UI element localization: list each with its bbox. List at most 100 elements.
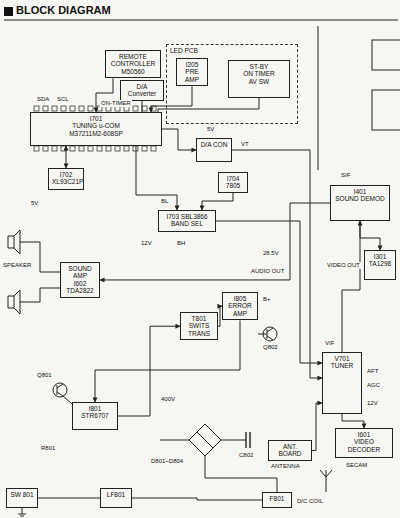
ic-box: I401SOUND DEMOD: [330, 185, 390, 221]
amp-box: SOUND AMPI602TDA2822: [60, 262, 100, 298]
block-name: REMOTE CONTROLLER M50560: [109, 53, 157, 75]
title-rule: [4, 20, 398, 21]
signal-label: SIF: [340, 172, 351, 179]
signal-wire: [202, 193, 233, 210]
signal-label: Q802: [262, 344, 279, 351]
switch-box: SW 801: [6, 488, 38, 508]
ic-box: I801STR6707: [72, 402, 118, 430]
cut-off-block: [372, 40, 400, 70]
block-name: I805: [226, 295, 254, 302]
signal-wire: [312, 403, 322, 450]
ic-box: I702XL93C21P: [48, 168, 84, 190]
ic-pin: [52, 106, 57, 111]
ic-box: I601VIDEO DECODER: [335, 428, 393, 458]
cut-off-block: [372, 90, 400, 130]
signal-label: BH: [176, 240, 186, 247]
signal-wire: [360, 221, 380, 250]
signal-wire: [142, 101, 143, 112]
signal-wire: [342, 414, 364, 428]
signal-wire: [132, 498, 262, 500]
signal-label: 12V: [366, 400, 379, 407]
ic-pin: [79, 146, 84, 151]
block-text: PRE AMP: [180, 68, 204, 83]
signal-label: AGC: [366, 382, 381, 389]
ic-pin: [142, 106, 147, 111]
block-name: V701: [326, 355, 358, 362]
ic-pin: [124, 146, 129, 151]
ic-pin: [124, 106, 129, 111]
signal-wire: [100, 203, 330, 280]
block-name: I801: [76, 405, 114, 412]
bus-line: [318, 26, 319, 170]
signal-label: VIF: [324, 340, 335, 347]
block-text: TA1298: [368, 260, 392, 267]
signal-wire: [118, 326, 180, 416]
signal-label: AFT: [366, 368, 379, 375]
diagram-title: BLOCK DIAGRAM: [16, 4, 111, 16]
ic-pin: [61, 106, 66, 111]
ic-pin: [43, 106, 48, 111]
signal-label: R801: [40, 445, 56, 452]
signal-label: C802: [238, 452, 254, 459]
signal-label: SDA: [36, 96, 50, 103]
signal-label: 5V: [30, 200, 39, 207]
signal-label: 12V: [140, 240, 153, 247]
block-name: ANT. BOARD: [272, 443, 308, 458]
signal-label: 400V: [160, 396, 176, 403]
signal-label: Q801: [36, 372, 53, 379]
ic-pin: [52, 146, 57, 151]
signal-label: SECAM: [345, 462, 368, 469]
block-name: D/A CON: [200, 141, 228, 148]
block-name: I701: [34, 115, 158, 122]
transistor-leads: [258, 328, 273, 340]
block-name: I702: [52, 171, 80, 178]
ic-pin: [70, 146, 75, 151]
ic-pin: [88, 146, 93, 151]
amp-box: I805ERROR AMP: [222, 292, 258, 320]
ic-box: I301TA1298: [364, 250, 396, 280]
signal-label: ANTENNA: [270, 463, 301, 470]
tuner-box: V701TUNER: [322, 352, 362, 414]
block-name: I205: [180, 61, 204, 68]
ic-pin: [43, 146, 48, 151]
ic-pin: [97, 106, 102, 111]
signal-label: ON-TIMER: [100, 100, 132, 107]
speaker-wire: [20, 242, 60, 302]
block-name: D/A Converter: [124, 83, 160, 98]
signal-label: 5V: [206, 126, 215, 133]
speaker-symbol: [8, 230, 20, 254]
block-text: I602: [64, 280, 96, 287]
ic-pin: [79, 106, 84, 111]
pcb-region: LED PCBI205PRE AMPST-BYON TIMERAV SW: [166, 44, 298, 124]
filter-box: LF801: [100, 488, 132, 508]
transformer-box: T801SWITS TRANS: [180, 312, 218, 340]
board-box: ANT. BOARD: [268, 440, 312, 461]
ic-box: I701TUNING u-COMM37211M2-608SP: [30, 112, 162, 146]
block-text: ERROR AMP: [226, 302, 254, 317]
signal-wire: [66, 146, 67, 168]
block-text: AV SW: [232, 78, 286, 85]
ic-pin: [88, 106, 93, 111]
led-box: ST-BYON TIMERAV SW: [228, 60, 290, 98]
signal-label: BL: [160, 198, 169, 205]
capacitor-symbol: [246, 432, 250, 448]
signal-label: VIDEO OUT: [326, 262, 361, 269]
signal-label: D/C COIL: [296, 498, 324, 505]
ic-pin: [61, 146, 66, 151]
block-text: VIDEO DECODER: [339, 438, 389, 453]
ground-symbol: [18, 508, 26, 516]
fuse-box: F801: [262, 492, 292, 508]
block-name: I703 SBL3866: [162, 213, 212, 220]
block-text: TDA2822: [64, 287, 96, 294]
block-text: 7805: [222, 182, 244, 189]
signal-label: VT: [240, 141, 250, 148]
block-text: SWITS TRANS: [184, 322, 214, 337]
ic-pin: [34, 106, 39, 111]
block-text: XL93C21P: [52, 178, 80, 185]
transistor-symbol: [53, 383, 67, 397]
ic-pin: [133, 106, 138, 111]
remote-box: REMOTE CONTROLLER M50560: [105, 50, 161, 78]
signal-wire: [136, 146, 177, 210]
ic-pin: [151, 106, 156, 111]
ic-pin: [106, 106, 111, 111]
